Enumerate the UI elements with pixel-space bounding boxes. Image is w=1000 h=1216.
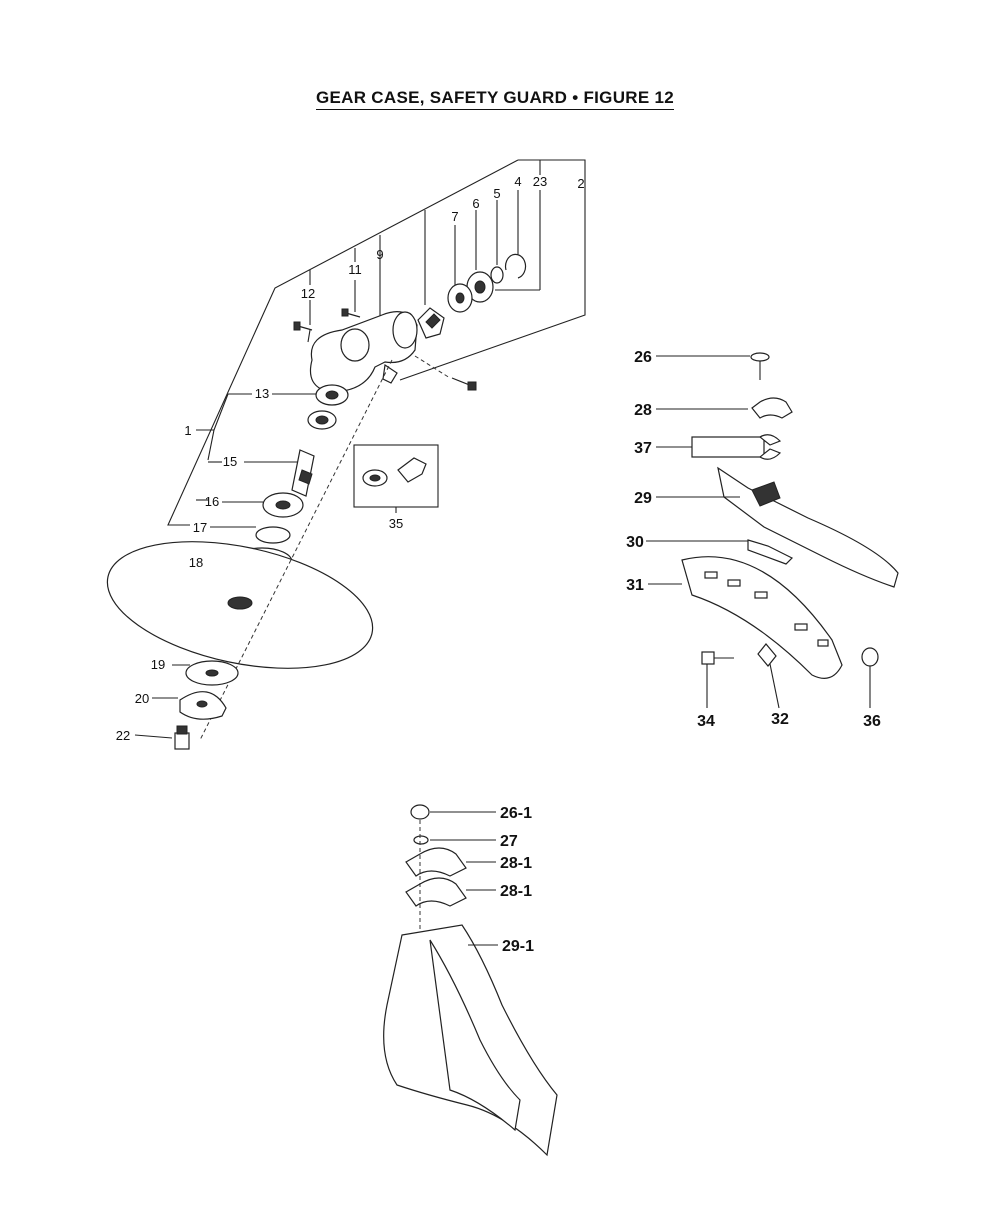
callout-15: 15 <box>223 454 237 469</box>
callout-13: 13 <box>255 386 269 401</box>
circlip-17 <box>255 526 291 544</box>
figure-title: GEAR CASE, SAFETY GUARD • FIGURE 12 <box>0 88 990 110</box>
callout-20: 20 <box>135 691 149 706</box>
nut-22 <box>174 732 190 750</box>
callout-31: 31 <box>626 577 644 594</box>
callout-29: 29 <box>634 490 652 507</box>
square-washer-32 <box>757 643 777 667</box>
lower-guard-parts <box>383 804 558 1157</box>
callout-34: 34 <box>697 713 715 730</box>
callout-30: 30 <box>626 534 644 551</box>
figure-title-text: GEAR CASE, SAFETY GUARD • FIGURE 12 <box>315 88 675 110</box>
callout-22: 22 <box>116 728 130 743</box>
callout-1: 1 <box>184 423 191 438</box>
washer-5 <box>490 266 504 284</box>
gear-case-parts <box>106 253 527 750</box>
callout-19: 19 <box>151 657 165 672</box>
clamp-28-1-upper <box>405 847 467 877</box>
plate-30 <box>747 539 794 565</box>
callout-28: 28 <box>634 402 652 419</box>
clamp-28 <box>751 397 793 419</box>
callout-27: 27 <box>500 833 518 850</box>
screw-26-1 <box>410 804 430 820</box>
callout-36: 36 <box>863 713 881 730</box>
callout-labels: 2 23 4 5 6 7 9 11 12 13 1 15 16 17 18 19… <box>116 174 881 955</box>
callout-11: 11 <box>348 262 362 277</box>
callout-32: 32 <box>771 711 789 728</box>
callout-4: 4 <box>514 174 521 189</box>
callout-37: 37 <box>634 440 652 457</box>
cushion-37 <box>691 436 765 458</box>
gear-case-leaders <box>134 159 586 739</box>
screw-26 <box>750 352 770 362</box>
callout-28-1-upper: 28-1 <box>500 855 532 872</box>
clamp-28-1-lower <box>405 877 467 907</box>
callout-2: 2 <box>577 176 584 191</box>
washer-27 <box>413 835 429 845</box>
nut-36 <box>861 647 879 667</box>
callout-17: 17 <box>193 520 207 535</box>
callout-9: 9 <box>376 247 383 262</box>
circlip-4 <box>504 253 527 279</box>
callout-12: 12 <box>301 286 315 301</box>
callout-23: 23 <box>533 174 547 189</box>
callout-28-1-lower: 28-1 <box>500 883 532 900</box>
callout-29-1: 29-1 <box>502 938 534 955</box>
callout-35: 35 <box>389 516 403 531</box>
callout-26-1: 26-1 <box>500 805 532 822</box>
callout-18: 18 <box>189 555 203 570</box>
bevel-gear-set-box <box>353 444 439 513</box>
callout-26: 26 <box>634 349 652 366</box>
callout-5: 5 <box>493 186 500 201</box>
bolt-34 <box>701 651 715 665</box>
safety-guard-31 <box>681 556 843 679</box>
callout-6: 6 <box>472 196 479 211</box>
callout-7: 7 <box>451 209 458 224</box>
safety-guard-parts <box>646 352 899 709</box>
callout-16: 16 <box>205 494 219 509</box>
